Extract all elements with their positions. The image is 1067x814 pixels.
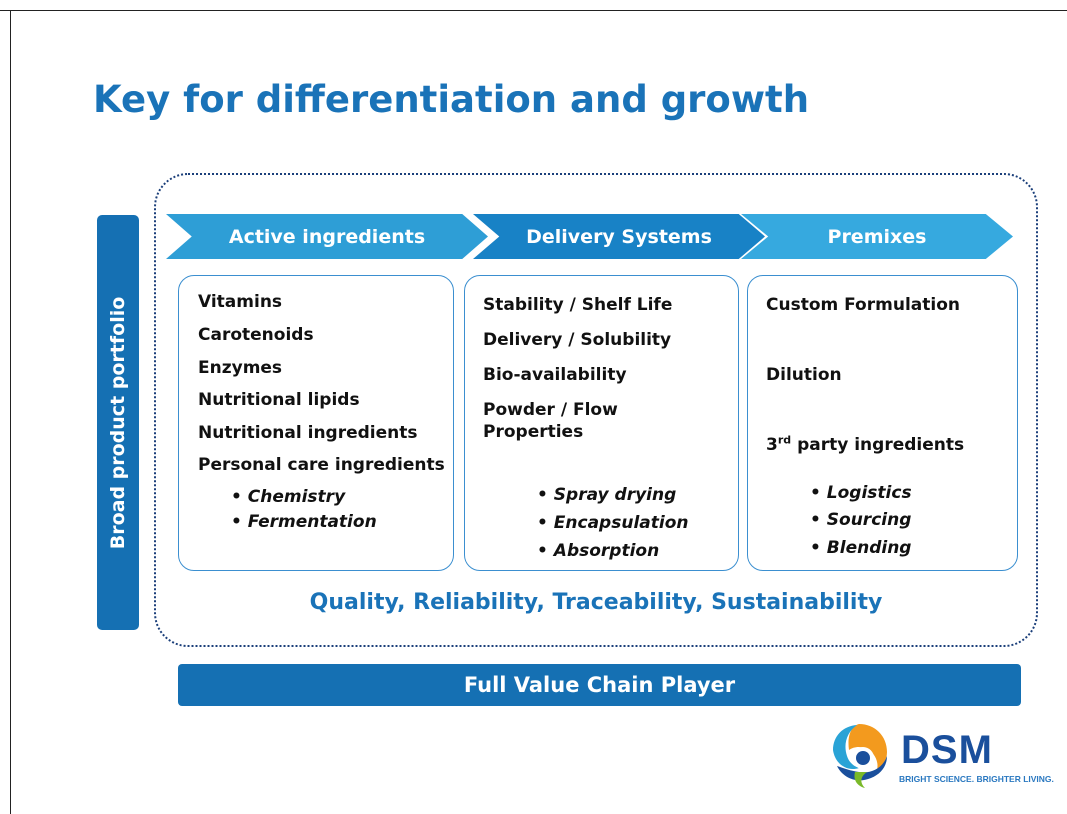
list-item: Nutritional lipids xyxy=(198,390,360,410)
list-item: Powder / Flow xyxy=(483,400,618,420)
arrow-label: Premixes xyxy=(827,225,927,248)
bullet-item: • Encapsulation xyxy=(537,513,689,533)
third-party-prefix: 3 xyxy=(766,435,778,455)
dsm-logo-icon xyxy=(833,724,887,788)
logo-wordmark: DSM xyxy=(901,728,993,772)
logo-tagline: BRIGHT SCIENCE. BRIGHTER LIVING. xyxy=(899,774,1054,784)
bullet-item: • Sourcing xyxy=(810,510,912,530)
third-party-suffix: party ingredients xyxy=(791,435,965,455)
list-item: Vitamins xyxy=(198,292,283,312)
bullet-item: • Blending xyxy=(810,538,912,558)
arrow-delivery-systems: Delivery Systems xyxy=(473,214,765,259)
value-chain-bar: Full Value Chain Player xyxy=(178,664,1021,706)
arrow-premixes: Premixes xyxy=(741,214,1013,259)
delivery-systems-box: Stability / Shelf Life Delivery / Solubi… xyxy=(464,275,739,571)
side-bar: Broad product portfolio xyxy=(97,215,139,630)
bullet-item: • Logistics xyxy=(810,483,912,503)
arrow-label: Active ingredients xyxy=(228,225,426,248)
bullet-item: • Fermentation xyxy=(231,512,377,532)
list-item: Stability / Shelf Life xyxy=(483,295,673,315)
value-chain-label: Full Value Chain Player xyxy=(463,673,736,697)
list-item: Dilution xyxy=(766,365,842,385)
list-item: Nutritional ingredients xyxy=(198,423,418,443)
side-bar-label: Broad product portfolio xyxy=(107,296,129,549)
dsm-logo: DSM BRIGHT SCIENCE. BRIGHTER LIVING. xyxy=(825,720,1061,790)
slide-frame-left xyxy=(10,10,11,814)
arrow-label: Delivery Systems xyxy=(526,225,712,248)
arrow-active-ingredients: Active ingredients xyxy=(166,214,488,259)
bullet-item: • Chemistry xyxy=(231,487,346,507)
list-item: Personal care ingredients xyxy=(198,455,445,475)
bullet-item: • Absorption xyxy=(537,541,660,561)
slide-frame-top xyxy=(0,10,1067,11)
list-item: Custom Formulation xyxy=(766,295,960,315)
portfolio-frame xyxy=(154,173,1038,647)
quality-line: Quality, Reliability, Traceability, Sust… xyxy=(309,590,883,615)
active-ingredients-box: Vitamins Carotenoids Enzymes Nutritional… xyxy=(178,275,454,571)
third-party-sup: rd xyxy=(777,433,792,447)
slide-title: Key for differentiation and growth xyxy=(93,78,810,121)
premixes-box: Custom Formulation Dilution 3rd party in… xyxy=(747,275,1018,571)
third-party-item: 3rd party ingredients xyxy=(766,434,964,456)
list-item: Properties xyxy=(483,422,584,442)
list-item: Bio-availability xyxy=(483,365,627,385)
list-item: Carotenoids xyxy=(198,325,314,345)
list-item: Delivery / Solubility xyxy=(483,330,672,350)
list-item: Enzymes xyxy=(198,358,283,378)
bullet-item: • Spray drying xyxy=(537,485,677,505)
